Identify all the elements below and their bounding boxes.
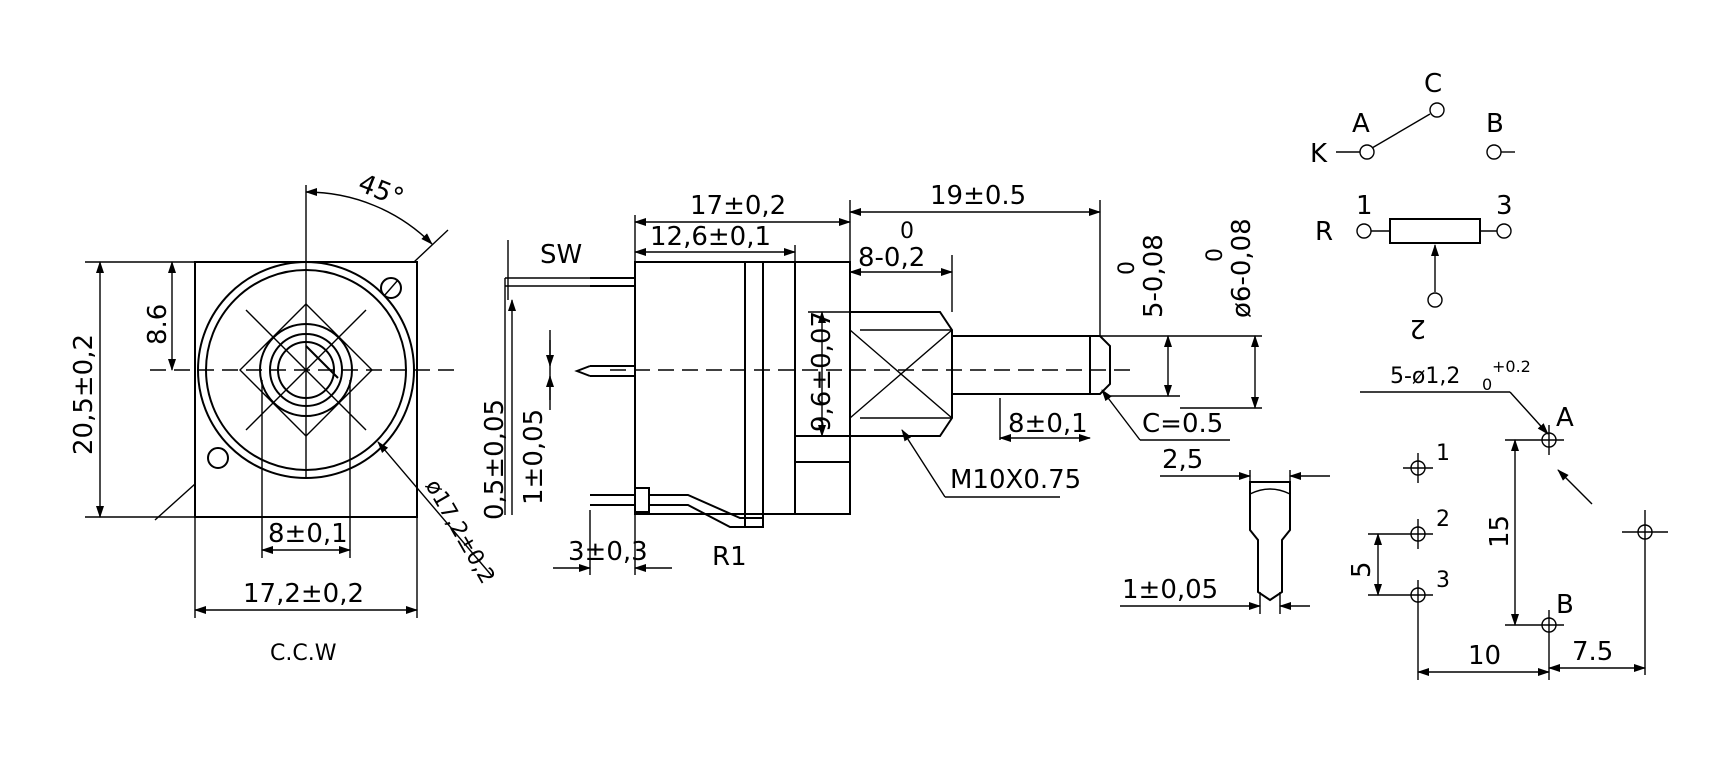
resistor-label: R bbox=[1315, 217, 1333, 247]
hole-1-label: 1 bbox=[1436, 441, 1450, 466]
resistor-body bbox=[1389, 218, 1481, 244]
pin-thickness-label: 1±0,05 bbox=[1122, 575, 1218, 605]
pin-width-dim: 1±0,05 bbox=[519, 409, 549, 505]
holes-tol-sup: +0.2 bbox=[1492, 357, 1531, 376]
pin-shape bbox=[1249, 481, 1291, 602]
res-2-label: 2 bbox=[1409, 313, 1426, 343]
res-1-label: 1 bbox=[1356, 191, 1373, 221]
hole-3-label: 3 bbox=[1436, 568, 1450, 593]
side-view: SW 0,5±0,05 1±0,05 17±0,2 12,6±0,1 19±0.… bbox=[480, 181, 1262, 575]
shaft bbox=[952, 335, 1091, 395]
pitch-dim: 5 bbox=[1347, 561, 1377, 578]
res-3-label: 3 bbox=[1496, 191, 1513, 221]
thread-length-top: 0 bbox=[900, 219, 914, 244]
mount-hole-bottom bbox=[207, 447, 229, 469]
front-width-dim: 17,2±0,2 bbox=[243, 579, 364, 609]
thread-length-dim: 8-0,2 bbox=[858, 243, 925, 273]
shaft-dia-dim: ø6-0,08 bbox=[1227, 218, 1257, 318]
switch-k-label: K bbox=[1310, 139, 1328, 169]
flat-length-dim: 8±0,1 bbox=[1008, 409, 1088, 439]
x1-dim: 10 bbox=[1468, 641, 1501, 671]
schematic: K A C B R 1 3 2 bbox=[1310, 69, 1515, 343]
switch-b-terminal bbox=[1486, 144, 1502, 160]
hole-b-label: B bbox=[1556, 590, 1574, 620]
front-center-dim: 8±0,1 bbox=[268, 519, 348, 549]
res-terminal-3 bbox=[1496, 223, 1512, 239]
pcb-layout: 5-ø1,2 +0.2 0 A 1 2 3 B bbox=[1347, 357, 1668, 680]
thread-spec-label: M10X0.75 bbox=[950, 465, 1081, 495]
pin-width-label: 2,5 bbox=[1162, 445, 1203, 475]
front-view: 45° 20,5±0,2 8.6 8±0,1 17,2±0,2 ø17,2±0,… bbox=[69, 169, 499, 666]
holes-tol-sub: 0 bbox=[1482, 375, 1492, 394]
terminal-r1-label: R1 bbox=[712, 542, 747, 572]
pin-detail: 2,5 1±0,05 bbox=[1120, 445, 1330, 614]
res-terminal-2 bbox=[1427, 292, 1443, 308]
mount-hole-top bbox=[380, 277, 402, 299]
height-dim: 15 bbox=[1485, 515, 1515, 548]
switch-c-terminal bbox=[1429, 102, 1445, 118]
chamfer-label: C=0.5 bbox=[1142, 409, 1223, 439]
shaft-dia-top: 0 bbox=[1203, 248, 1228, 262]
switch-b-label: B bbox=[1486, 109, 1504, 139]
side-flange bbox=[744, 261, 764, 528]
thread-dia-dim: 9,6±0,07 bbox=[807, 311, 837, 432]
shaft-length-dim: 19±0.5 bbox=[930, 181, 1026, 211]
res-terminal-1 bbox=[1356, 223, 1372, 239]
holes-label: 5-ø1,2 bbox=[1390, 364, 1460, 389]
rotation-label: C.C.W bbox=[270, 641, 337, 666]
body-inner-dim: 12,6±0,1 bbox=[650, 222, 771, 252]
sw-label: SW bbox=[540, 240, 582, 270]
switch-a-terminal bbox=[1359, 144, 1375, 160]
switch-a-label: A bbox=[1352, 109, 1370, 139]
x2-dim: 7.5 bbox=[1572, 637, 1613, 667]
flat-dim: 5-0,08 bbox=[1139, 234, 1169, 318]
pin-pitch-dim: 3±0,3 bbox=[568, 537, 648, 567]
front-height-dim: 20,5±0,2 bbox=[69, 334, 99, 455]
pin-offset-dim: 0,5±0,05 bbox=[480, 399, 510, 520]
angle-label: 45° bbox=[354, 169, 408, 214]
switch-c-label: C bbox=[1424, 69, 1442, 99]
flat-dim-top: 0 bbox=[1115, 261, 1140, 275]
hole-a-label: A bbox=[1556, 403, 1574, 433]
hole-2-label: 2 bbox=[1436, 507, 1450, 532]
front-offset-dim: 8.6 bbox=[143, 304, 173, 345]
body-length-dim: 17±0,2 bbox=[690, 191, 786, 221]
